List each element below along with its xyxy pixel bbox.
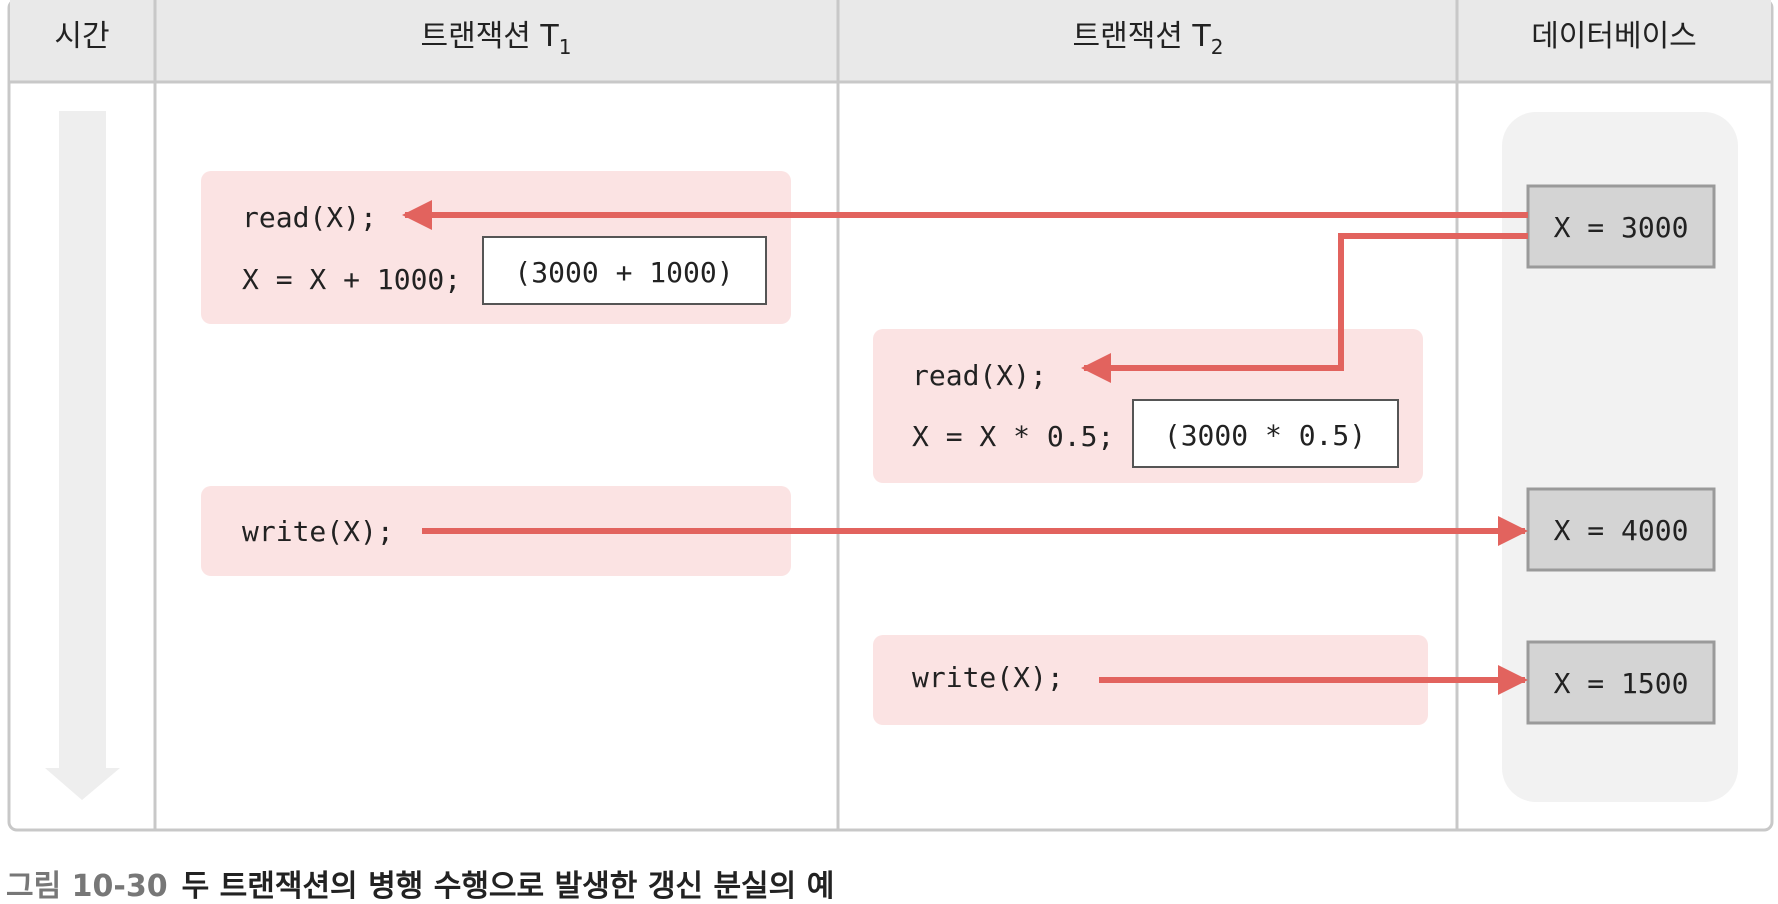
t2-read-statement: read(X); xyxy=(912,359,1047,392)
t1-read-statement: read(X); xyxy=(242,201,377,234)
time-arrow-icon xyxy=(45,111,120,800)
figure-number: 그림 10-30 xyxy=(6,869,168,904)
arrow-db-to-t2-read xyxy=(1081,233,1528,383)
header-t2-subscript: 2 xyxy=(1211,35,1224,59)
header-database: 데이터베이스 xyxy=(1531,19,1697,54)
t1-compute-note-box xyxy=(482,236,767,305)
t1-write-statement: write(X); xyxy=(242,515,394,548)
db-value-1500 xyxy=(1526,640,1716,725)
header-transaction-t1: 트랜잭션 T1 xyxy=(421,19,572,59)
db-value-4000-text: X = 4000 xyxy=(1554,514,1689,547)
figure-title: 두 트랜잭션의 병행 수행으로 발생한 갱신 분실의 예 xyxy=(182,869,835,904)
header-t1-subscript: 1 xyxy=(559,35,572,59)
t2-compute-note: (3000 * 0.5) xyxy=(1164,419,1366,452)
arrows xyxy=(402,200,1528,695)
header-t2-label: 트랜잭션 T xyxy=(1073,19,1212,54)
t2-compute-note-box xyxy=(1132,399,1399,468)
header-time: 시간 xyxy=(54,19,109,54)
db-value-4000 xyxy=(1526,487,1716,572)
t1-compute-statement: X = X + 1000; xyxy=(242,263,461,296)
db-value-3000-text: X = 3000 xyxy=(1554,211,1689,244)
t2-write-statement: write(X); xyxy=(912,661,1064,694)
db-value-3000 xyxy=(1526,184,1716,269)
header-t1-label: 트랜잭션 T xyxy=(421,19,560,54)
database-panel xyxy=(1502,112,1738,802)
figure-caption: 그림 10-30 두 트랜잭션의 병행 수행으로 발생한 갱신 분실의 예 xyxy=(6,869,834,904)
db-value-1500-text: X = 1500 xyxy=(1554,667,1689,700)
t2-compute-statement: X = X * 0.5; xyxy=(912,420,1114,453)
header-transaction-t2: 트랜잭션 T2 xyxy=(1073,19,1224,59)
t1-compute-note: (3000 + 1000) xyxy=(514,256,733,289)
